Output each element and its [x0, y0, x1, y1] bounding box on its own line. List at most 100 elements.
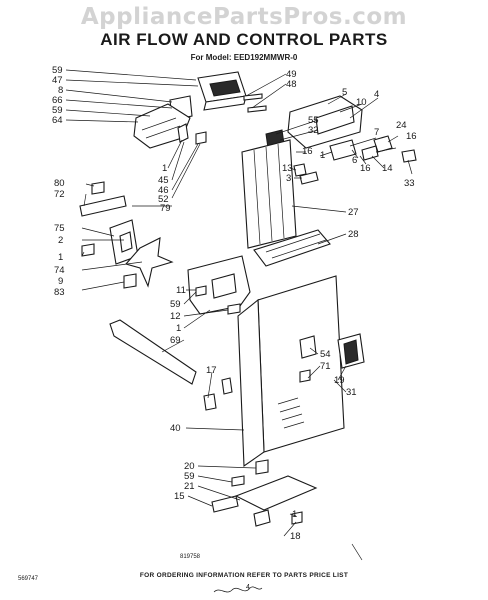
callout-59-c: 59 [170, 299, 181, 310]
cap-20 [255, 459, 269, 475]
callout-11: 11 [176, 285, 186, 296]
screw-33 [401, 149, 417, 163]
callout-21: 21 [184, 481, 195, 492]
clip-45 [177, 123, 189, 143]
watermark: AppliancePartsPros.com [80, 4, 408, 30]
callout-80: 80 [54, 178, 65, 189]
callout-12: 12 [170, 311, 181, 322]
callout-54: 54 [320, 349, 331, 360]
screw-3 [299, 171, 319, 185]
screw-12 [227, 303, 241, 315]
corner-tick [351, 543, 363, 561]
callout-16: 16 [406, 131, 417, 142]
callout-79: 79 [160, 203, 171, 214]
callout-1-c: 1 [320, 150, 325, 161]
callout-13: 13 [282, 163, 293, 174]
callout-28: 28 [348, 229, 359, 240]
leader-lines [65, 69, 413, 537]
block-83 [123, 273, 137, 289]
rail-69 [109, 319, 197, 385]
bracket-80 [91, 181, 105, 195]
callout-7: 7 [374, 127, 379, 138]
callout-14: 14 [382, 163, 393, 174]
callout-75: 75 [54, 223, 65, 234]
screw-74 [81, 243, 95, 257]
callout-27: 27 [348, 207, 359, 218]
callout-24: 24 [396, 120, 407, 131]
duct-27 [241, 139, 297, 249]
callout-48: 48 [286, 79, 297, 90]
ordering-note: FOR ORDERING INFORMATION REFER TO PARTS … [139, 572, 349, 579]
panel-31 [257, 275, 345, 453]
callout-19: 19 [334, 375, 345, 386]
tube-15 [211, 495, 239, 513]
callout-3: 3 [286, 173, 291, 184]
clip-46 [195, 131, 207, 145]
screw-18 [291, 511, 303, 525]
switch-54 [299, 335, 317, 359]
callout-18: 18 [290, 531, 301, 542]
callout-59-d: 59 [184, 471, 195, 482]
control-assembly-right [265, 95, 363, 161]
callout-59-b: 59 [52, 105, 63, 116]
callout-66: 66 [52, 95, 63, 106]
part-17 [203, 377, 233, 411]
fan-motor-2 [109, 219, 139, 265]
panel-40 [237, 298, 265, 468]
callout-32: 32 [308, 125, 319, 136]
callouts: 59 47 8 66 59 64 1 45 46 52 79 80 72 75 … [52, 65, 417, 542]
screw-48 [247, 105, 267, 113]
callout-55: 55 [308, 115, 319, 126]
callout-64: 64 [52, 115, 63, 126]
model-line: For Model: EED192MMWR-0 [190, 53, 298, 62]
catalog-code: 569747 [18, 576, 39, 582]
callout-46: 46 [158, 185, 169, 196]
callout-59: 59 [52, 65, 63, 76]
tray-21 [234, 475, 318, 527]
screw-59c [231, 475, 245, 487]
callout-52: 52 [158, 194, 169, 205]
page-number: 4 [246, 584, 250, 591]
callout-74: 74 [54, 265, 65, 276]
drawing-code: 819758 [180, 554, 201, 560]
page-title: AIR FLOW AND CONTROL PARTS [100, 30, 388, 49]
callout-71: 71 [320, 361, 331, 372]
callout-20: 20 [184, 461, 195, 472]
callout-10: 10 [356, 97, 367, 108]
callout-33: 33 [404, 178, 415, 189]
callout-1-d: 1 [176, 323, 181, 334]
callout-1-e: 1 [292, 509, 297, 520]
callout-45: 45 [158, 175, 169, 186]
screw-49 [243, 93, 263, 101]
callout-47: 47 [52, 75, 63, 86]
signature-mark [213, 586, 263, 593]
callout-17: 17 [206, 365, 217, 376]
callout-1-b: 1 [58, 252, 63, 263]
bracket-72 [79, 195, 127, 217]
callout-40: 40 [170, 423, 181, 434]
callout-2: 2 [58, 235, 63, 246]
callout-8: 8 [58, 85, 63, 96]
knob-24 [361, 135, 393, 161]
callout-72: 72 [54, 189, 65, 200]
callout-4: 4 [374, 89, 379, 100]
fan-blade-9 [125, 237, 174, 288]
callout-31: 31 [346, 387, 357, 398]
callout-83: 83 [54, 287, 65, 298]
callout-16-c: 16 [360, 163, 371, 174]
callout-16-b: 16 [302, 146, 313, 157]
callout-15: 15 [174, 491, 185, 502]
screw-71 [299, 369, 311, 383]
callout-9: 9 [58, 276, 63, 287]
grille-28 [253, 229, 331, 267]
fan-housing [187, 255, 251, 315]
callout-1: 1 [162, 163, 167, 174]
screw-59b [195, 285, 207, 297]
module-19 [337, 333, 365, 369]
control-housing [197, 71, 247, 111]
callout-49: 49 [286, 69, 297, 80]
callout-6: 6 [352, 155, 357, 166]
callout-69: 69 [170, 335, 181, 346]
callout-5: 5 [342, 87, 347, 98]
